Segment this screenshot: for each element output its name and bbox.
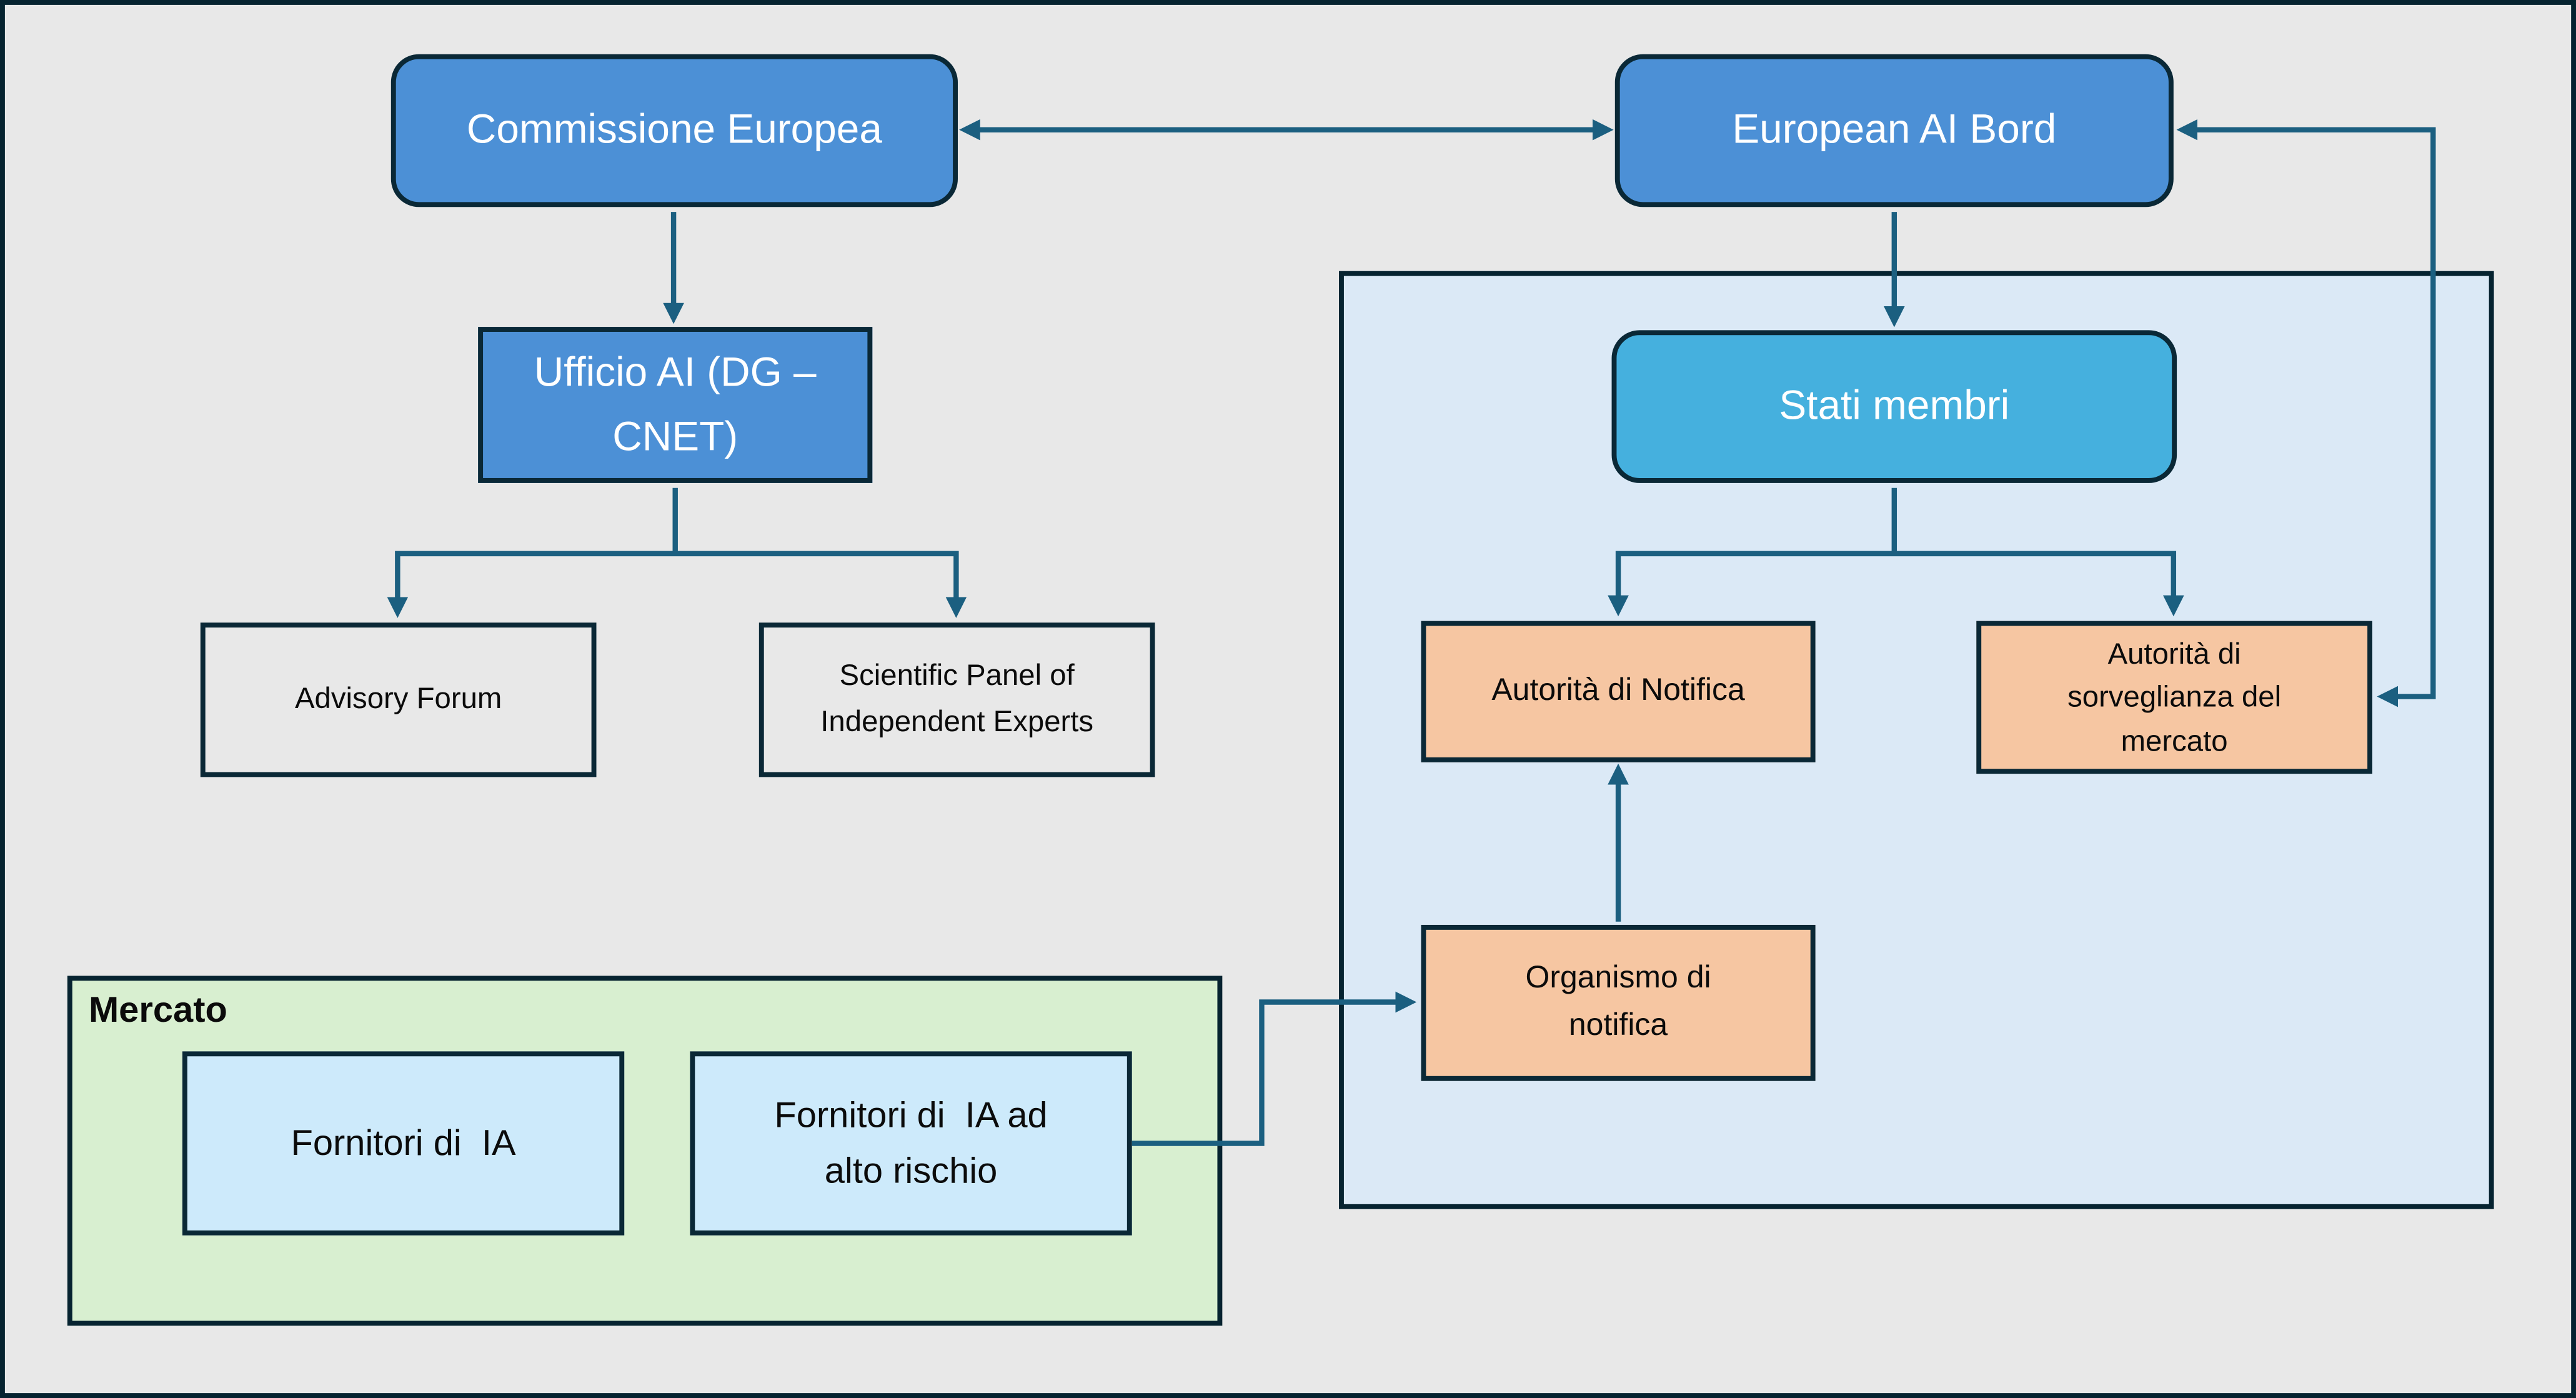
- node-label: Commissione Europea: [466, 106, 882, 153]
- node-label: Scientific Panel of Independent Experts: [820, 659, 1094, 738]
- node-autorita-sorveglianza: Autorità di sorveglianza del mercato: [1976, 621, 2372, 774]
- node-label: Autorità di sorveglianza del mercato: [2067, 637, 2282, 757]
- node-fornitori-ia-alto-rischio: Fornitori di IA ad alto rischio: [690, 1051, 1132, 1236]
- node-label: Stati membri: [1779, 382, 2010, 429]
- mercato-title: Mercato: [88, 989, 227, 1031]
- edge-ufficio-ai-advisory-scientific: [387, 551, 967, 618]
- node-label: Autorità di Notifica: [1491, 673, 1745, 708]
- node-label: Organismo di notifica: [1525, 961, 1711, 1042]
- node-fornitori-ia: Fornitori di IA: [182, 1051, 625, 1236]
- node-label: Ufficio AI (DG – CNET): [534, 349, 817, 459]
- node-ufficio-ai: Ufficio AI (DG – CNET): [478, 327, 873, 483]
- node-stati-membri: Stati membri: [1611, 330, 2177, 483]
- node-european-ai-bord: European AI Bord: [1614, 54, 2174, 207]
- node-scientific-panel: Scientific Panel of Independent Experts: [758, 622, 1155, 777]
- node-label: Advisory Forum: [294, 682, 502, 715]
- node-label: European AI Bord: [1732, 106, 2057, 153]
- node-label: Fornitori di IA: [291, 1122, 516, 1163]
- node-commissione-europea: Commissione Europea: [390, 54, 958, 207]
- node-label: Fornitori di IA ad alto rischio: [774, 1094, 1048, 1191]
- node-advisory-forum: Advisory Forum: [200, 622, 597, 777]
- node-autorita-di-notifica: Autorità di Notifica: [1421, 621, 1816, 762]
- node-organismo-di-notifica: Organismo di notifica: [1421, 924, 1816, 1081]
